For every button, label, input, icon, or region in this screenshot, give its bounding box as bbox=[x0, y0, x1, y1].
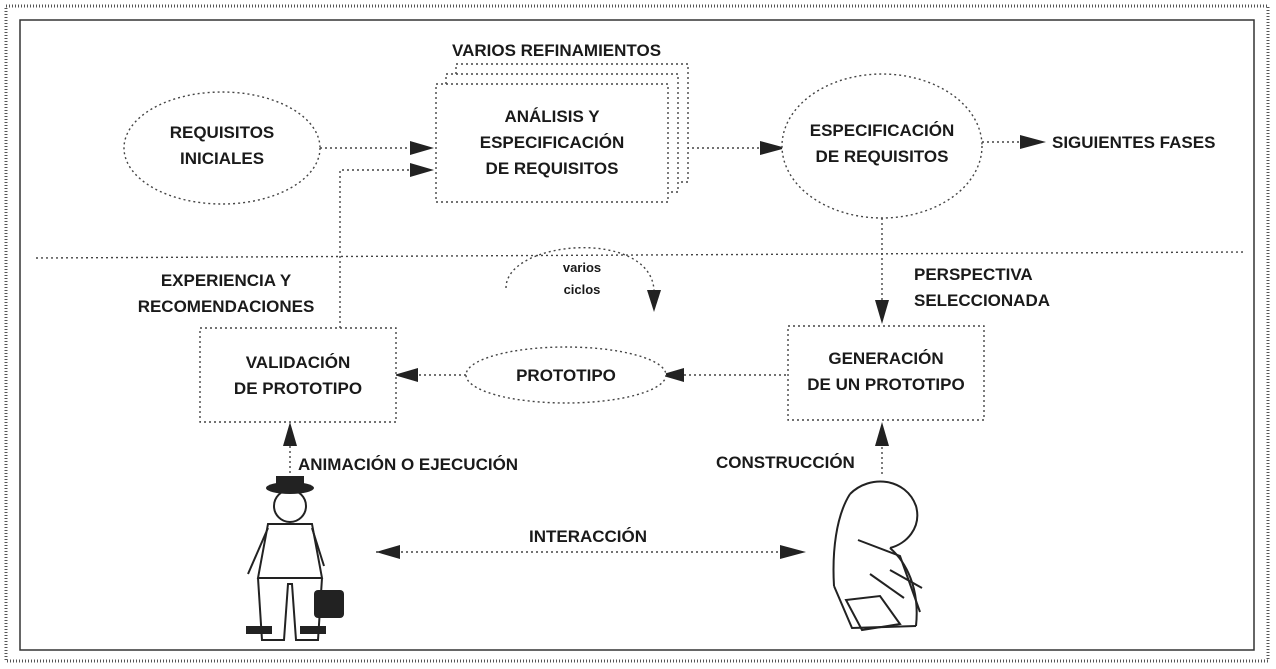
connector-validacion-analisis bbox=[339, 169, 410, 328]
varios-ciclos-line1: varios bbox=[563, 260, 601, 275]
inner-frame bbox=[19, 19, 1255, 651]
varios-ciclos-line2: ciclos bbox=[564, 282, 601, 297]
developer-figure-icon bbox=[832, 480, 923, 632]
node-requisitos-iniciales bbox=[123, 91, 321, 205]
arrow-to-generacion bbox=[875, 300, 889, 324]
analisis-line1: ANÁLISIS Y bbox=[504, 107, 600, 126]
label-interaccion: INTERACCIÓN bbox=[529, 527, 647, 546]
especificacion-line1: ESPECIFICACIÓN bbox=[810, 121, 955, 140]
label-varios-refinamientos: VARIOS REFINAMIENTOS bbox=[452, 41, 661, 60]
generacion-line2: DE UN PROTOTIPO bbox=[807, 375, 964, 394]
perspectiva-line1: PERSPECTIVA bbox=[914, 265, 1033, 284]
arrow-up-to-generacion bbox=[875, 422, 889, 446]
phase-divider bbox=[35, 251, 1245, 259]
generacion-line1: GENERACIÓN bbox=[828, 349, 943, 368]
outer-frame bbox=[4, 4, 1270, 663]
node-analisis-especificacion bbox=[435, 83, 669, 203]
node-generacion-prototipo bbox=[787, 325, 985, 421]
perspectiva-line2: SELECCIONADA bbox=[914, 291, 1050, 310]
node-especificacion-requisitos bbox=[781, 73, 983, 219]
prototipo-label: PROTOTIPO bbox=[516, 366, 616, 385]
arrow-interaccion-right bbox=[780, 545, 806, 559]
cycle-arrow bbox=[647, 290, 661, 312]
experiencia-line2: RECOMENDACIONES bbox=[138, 297, 315, 316]
label-siguientes-fases: SIGUIENTES FASES bbox=[1052, 133, 1215, 152]
user-figure-icon bbox=[246, 476, 344, 641]
arrow-up-to-validacion bbox=[283, 422, 297, 446]
experiencia-line1: EXPERIENCIA Y bbox=[161, 271, 292, 290]
node-prototipo bbox=[465, 346, 667, 404]
label-animacion: ANIMACIÓN O EJECUCIÓN bbox=[298, 455, 518, 474]
arrow-to-validacion bbox=[394, 368, 418, 382]
label-construccion: CONSTRUCCIÓN bbox=[716, 453, 855, 472]
analisis-line3: DE REQUISITOS bbox=[486, 159, 619, 178]
arrow-to-especificacion bbox=[760, 141, 786, 155]
arrow-to-analisis-bottom bbox=[410, 163, 434, 177]
requisitos-iniciales-line1: REQUISITOS bbox=[170, 123, 275, 142]
validacion-line1: VALIDACIÓN bbox=[246, 353, 351, 372]
especificacion-line2: DE REQUISITOS bbox=[816, 147, 949, 166]
analisis-line2: ESPECIFICACIÓN bbox=[480, 133, 625, 152]
arrow-to-prototipo bbox=[660, 368, 684, 382]
arrow-interaccion-left bbox=[376, 545, 400, 559]
validacion-line2: DE PROTOTIPO bbox=[234, 379, 362, 398]
requisitos-iniciales-line2: INICIALES bbox=[180, 149, 264, 168]
arrow-to-analisis-top bbox=[410, 141, 434, 155]
node-validacion-prototipo bbox=[199, 327, 397, 423]
arrow-to-siguientes-fases bbox=[1020, 135, 1046, 149]
